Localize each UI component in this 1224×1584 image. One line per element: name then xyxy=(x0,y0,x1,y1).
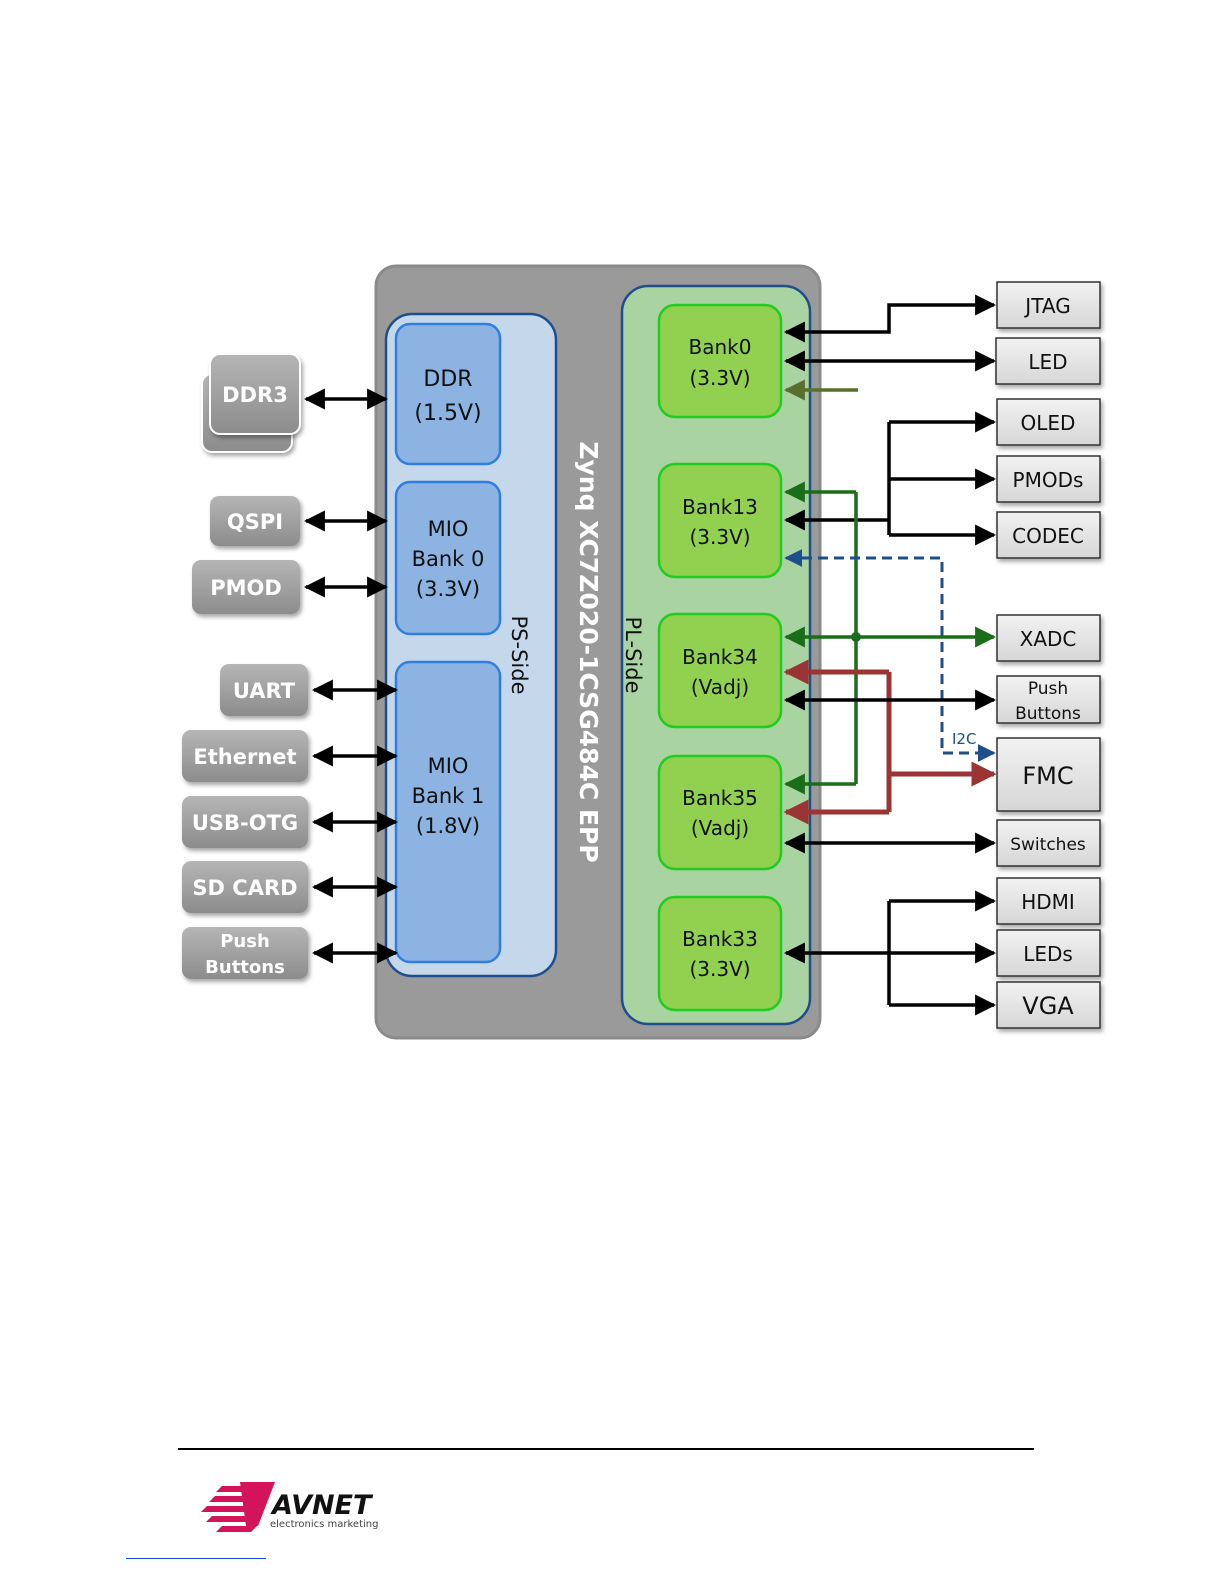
mio-bank0-label: MIO xyxy=(428,517,469,541)
ethernet-label: Ethernet xyxy=(193,745,296,769)
vga-box xyxy=(996,981,1101,1029)
uart-box xyxy=(220,664,308,716)
hdmi-label: HDMI xyxy=(1021,890,1075,914)
bank0-block xyxy=(657,303,783,419)
push-buttons-right-line1: Push xyxy=(1028,679,1068,699)
qspi-box xyxy=(210,496,300,546)
bank13-label: Bank13 xyxy=(682,495,758,519)
xadc-bus-junction xyxy=(851,632,861,642)
pl-side-label: PL-Side xyxy=(621,617,645,694)
qspi-label: QSPI xyxy=(227,510,283,534)
hdmi-box xyxy=(996,877,1101,925)
fmc-box xyxy=(996,737,1101,812)
xadc-box xyxy=(996,614,1101,662)
mio-bank1-block xyxy=(394,660,502,964)
ddr-block-voltage: (1.5V) xyxy=(414,401,481,426)
bank35-block xyxy=(657,754,783,871)
push-buttons-right-box xyxy=(996,675,1101,724)
ddr3-chip xyxy=(209,353,301,435)
leds-box xyxy=(996,929,1101,977)
codec-box xyxy=(996,511,1101,559)
ethernet-box xyxy=(182,730,308,782)
fmc-label: FMC xyxy=(1022,762,1073,790)
oled-box xyxy=(996,398,1101,446)
bank34-voltage: (Vadj) xyxy=(691,675,749,699)
usb-otg-label: USB-OTG xyxy=(192,811,298,835)
i2c-bus xyxy=(784,549,996,762)
ps-side-label: PS-Side xyxy=(507,616,531,695)
xadc-label: XADC xyxy=(1020,627,1077,651)
chip-title: Zynq XC7Z020-1CSG484C EPP xyxy=(574,441,603,862)
pmods-box xyxy=(996,455,1101,503)
footer-link-underline xyxy=(126,1558,266,1559)
bank35-label: Bank35 xyxy=(682,786,758,810)
avnet-logo-mark xyxy=(201,1482,275,1532)
jtag-box xyxy=(996,281,1101,329)
i2c-label: I2C xyxy=(952,730,976,748)
bank34-label: Bank34 xyxy=(682,645,758,669)
jtag-label: JTAG xyxy=(1023,294,1070,318)
sd-card-label: SD CARD xyxy=(192,876,297,900)
avnet-logo-wordmark: AVNET xyxy=(270,1490,374,1521)
ddr-block xyxy=(394,322,502,466)
mio-bank1-voltage: (1.8V) xyxy=(416,814,480,838)
pmod-left-label: PMOD xyxy=(210,576,282,600)
codec-label: CODEC xyxy=(1012,524,1084,548)
avnet-logo-tagline: electronics marketing xyxy=(270,1519,378,1530)
bank33-label: Bank33 xyxy=(682,927,758,951)
push-buttons-right-line2: Buttons xyxy=(1015,704,1081,724)
mio-bank0-bank: Bank 0 xyxy=(412,547,485,571)
avnet-logo: AVNET electronics marketing xyxy=(201,1482,378,1532)
push-buttons-left-box xyxy=(182,927,308,979)
sd-card-box xyxy=(182,861,308,913)
usb-otg-box xyxy=(182,796,308,848)
ddr-block-label: DDR xyxy=(423,367,472,392)
bank0-label: Bank0 xyxy=(689,335,752,359)
bank13-block xyxy=(657,462,783,579)
switches-box xyxy=(996,819,1101,867)
bank35-voltage: (Vadj) xyxy=(691,816,749,840)
bank34-block xyxy=(657,612,783,729)
push-buttons-left-line2: Buttons xyxy=(205,957,285,978)
uart-label: UART xyxy=(233,679,296,703)
jtag-connector xyxy=(783,294,997,343)
bank13-voltage: (3.3V) xyxy=(689,525,750,549)
mio-bank1-bank: Bank 1 xyxy=(412,784,485,808)
bank33-block xyxy=(657,895,783,1012)
bank0-voltage: (3.3V) xyxy=(689,366,750,390)
vga-label: VGA xyxy=(1022,992,1074,1020)
oled-label: OLED xyxy=(1021,411,1076,435)
push-buttons-left-line1: Push xyxy=(220,931,270,952)
mio-bank1-label: MIO xyxy=(428,754,469,778)
footer-rule xyxy=(178,1448,1034,1450)
leds-label: LEDs xyxy=(1023,942,1073,966)
led-label: LED xyxy=(1028,350,1067,374)
mio-bank0-voltage: (3.3V) xyxy=(416,577,480,601)
switches-label: Switches xyxy=(1010,835,1086,855)
pmods-label: PMODs xyxy=(1013,468,1084,492)
mio-bank0-block xyxy=(394,480,502,636)
pmod-left-box xyxy=(192,560,300,614)
bank33-voltage: (3.3V) xyxy=(689,957,750,981)
ddr3-label: DDR3 xyxy=(222,383,288,407)
